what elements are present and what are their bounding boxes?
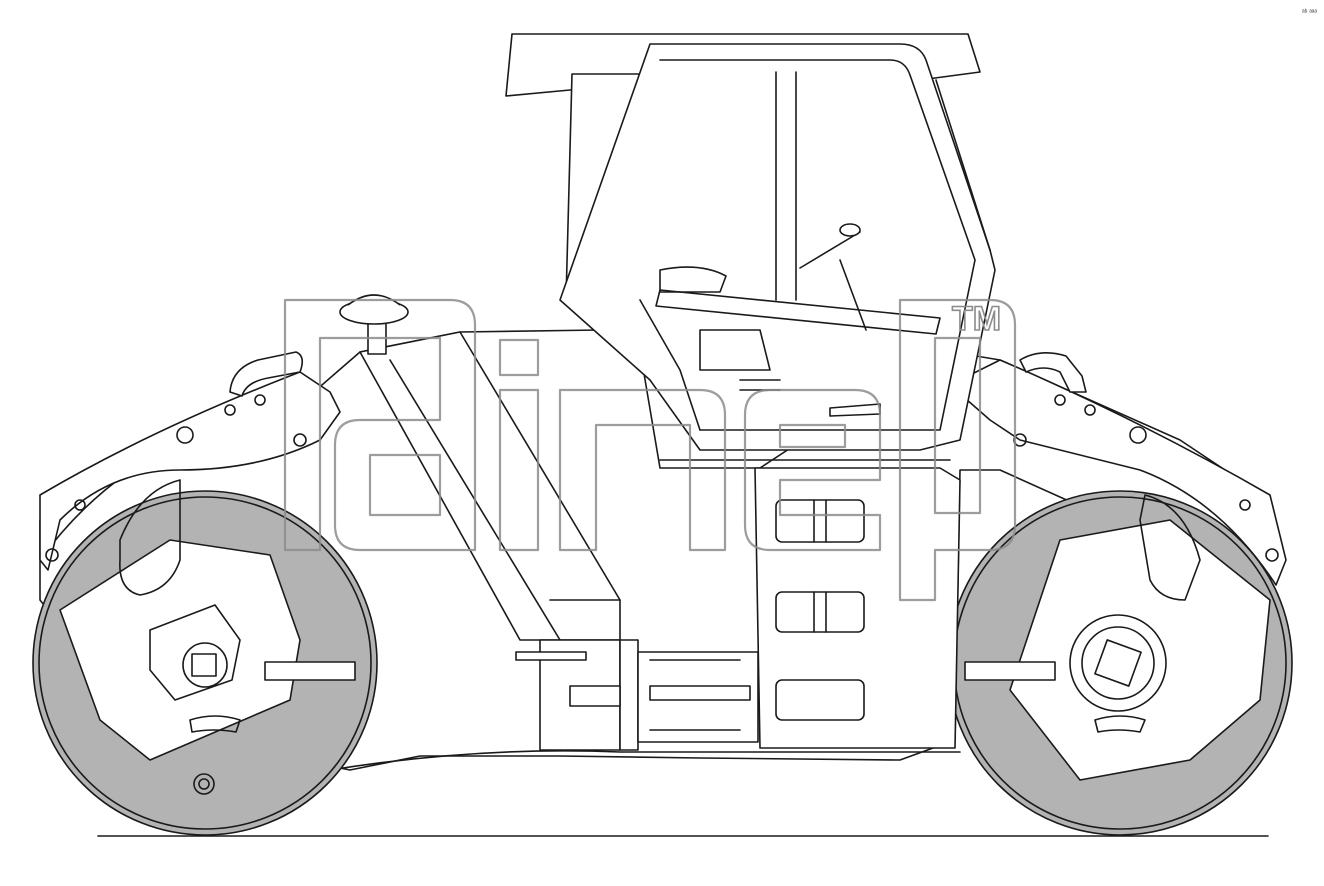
rear-frame (949, 352, 1287, 586)
watermark-logo: TM (283, 298, 1017, 602)
front-drum (32, 479, 378, 836)
operator-cab (505, 33, 996, 461)
frame-bolt-holes (45, 394, 1279, 562)
corner-mark: ᵃᵇ ᵃᵃᵃ (1302, 9, 1317, 16)
articulation-joint (515, 639, 759, 751)
trademark-symbol: TM (952, 300, 1001, 338)
side-step-panels (754, 467, 961, 749)
rear-drum (947, 490, 1293, 836)
